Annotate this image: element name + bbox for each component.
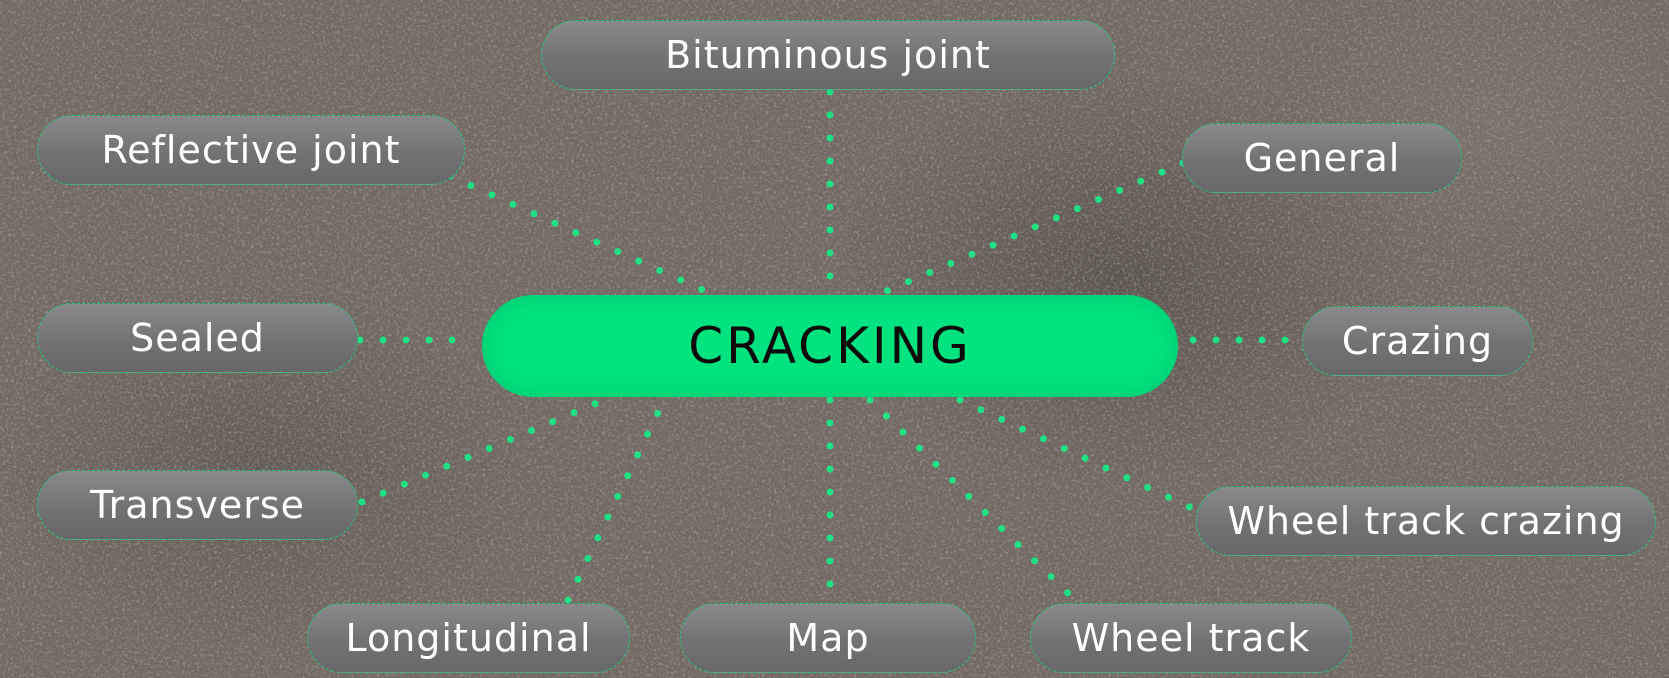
connector-reflective-joint xyxy=(446,172,716,298)
connector-longitudinal xyxy=(564,396,668,604)
node-wheel-track: Wheel track xyxy=(1030,603,1352,673)
connector-transverse xyxy=(358,396,608,506)
node-bituminous-joint: Bituminous joint xyxy=(541,20,1115,90)
connector-wheel-track xyxy=(866,396,1079,604)
center-node: CRACKING xyxy=(482,295,1178,397)
node-sealed: Sealed xyxy=(37,303,358,373)
node-transverse: Transverse xyxy=(37,470,358,540)
node-map: Map xyxy=(680,603,976,673)
node-wheel-track-crazing: Wheel track crazing xyxy=(1196,486,1656,556)
node-longitudinal: Longitudinal xyxy=(307,603,630,673)
node-crazing: Crazing xyxy=(1302,306,1533,376)
node-general: General xyxy=(1182,123,1462,193)
node-reflective-joint: Reflective joint xyxy=(37,115,465,185)
connector-wheel-track-crazing xyxy=(956,396,1200,514)
connector-general xyxy=(876,159,1187,298)
